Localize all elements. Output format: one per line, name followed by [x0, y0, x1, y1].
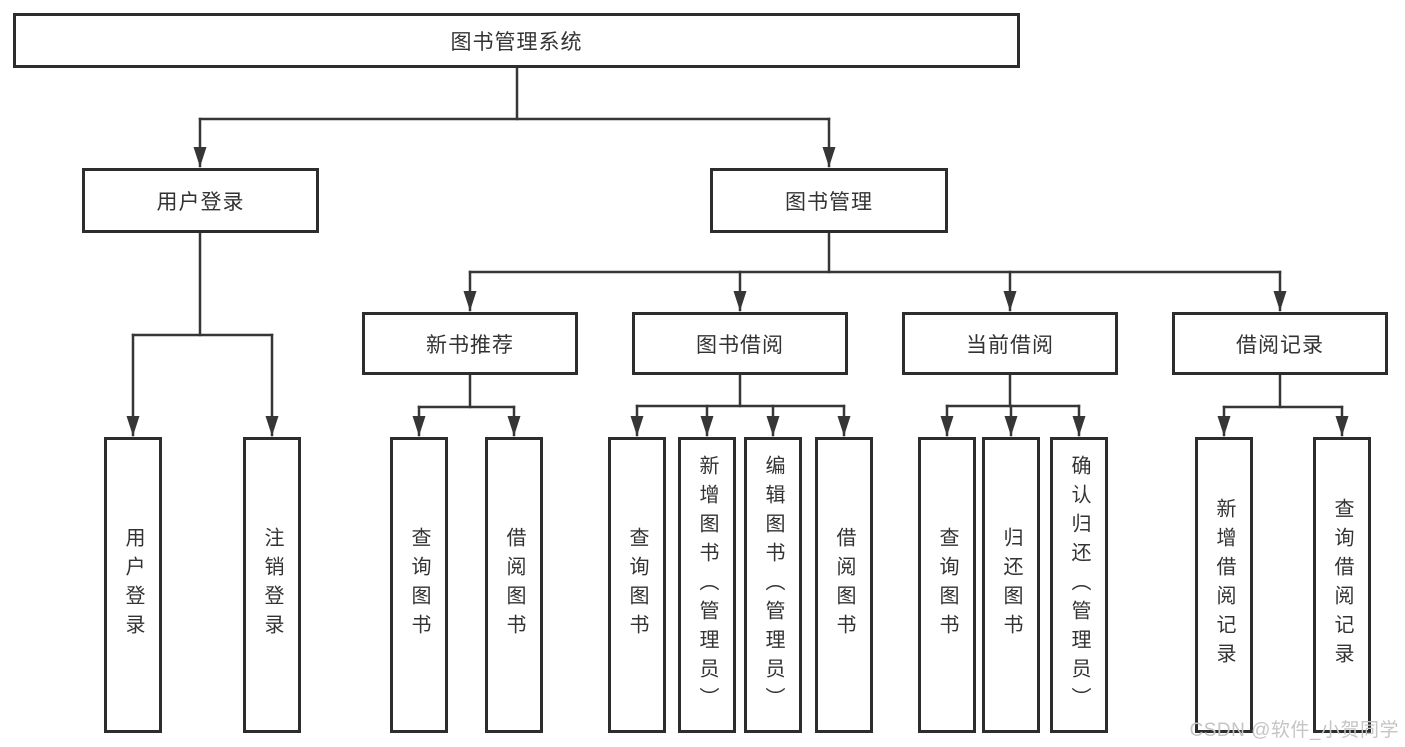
- leaf-label: 用户登录: [122, 527, 144, 643]
- node-new-book-recommendation: 新书推荐: [362, 312, 578, 375]
- node-query-books-borrowing: 查询图书: [608, 437, 666, 733]
- node-user-login: 用户登录: [104, 437, 162, 733]
- leaf-label: 新增图书（管理员）: [696, 454, 718, 716]
- leaf-label: 归还图书: [1000, 527, 1022, 643]
- csdn-watermark: CSDN @软件_小贺同学: [1189, 720, 1399, 741]
- node-borrowing-records: 借阅记录: [1172, 312, 1388, 375]
- node-query-books-recommend: 查询图书: [390, 437, 448, 733]
- leaf-label: 查询图书: [626, 527, 648, 643]
- leaf-label: 借阅图书: [503, 527, 525, 643]
- leaf-label: 查询图书: [408, 527, 430, 643]
- leaf-label: 新增借阅记录: [1213, 498, 1235, 672]
- node-borrow-books-recommend: 借阅图书: [485, 437, 543, 733]
- leaf-label: 查询图书: [936, 527, 958, 643]
- node-add-books-admin: 新增图书（管理员）: [678, 437, 736, 733]
- node-current-borrowing: 当前借阅: [902, 312, 1118, 375]
- node-add-borrow-record: 新增借阅记录: [1195, 437, 1253, 733]
- node-confirm-return-admin: 确认归还（管理员）: [1050, 437, 1108, 733]
- leaf-label: 确认归还（管理员）: [1068, 454, 1090, 716]
- node-library-management-system: 图书管理系统: [13, 13, 1020, 68]
- node-book-management: 图书管理: [710, 168, 948, 233]
- node-return-books: 归还图书: [982, 437, 1040, 733]
- leaf-label: 查询借阅记录: [1331, 498, 1353, 672]
- node-edit-books-admin: 编辑图书（管理员）: [744, 437, 802, 733]
- node-query-borrow-record: 查询借阅记录: [1313, 437, 1371, 733]
- leaf-label: 编辑图书（管理员）: [762, 454, 784, 716]
- leaf-label: 注销登录: [261, 527, 283, 643]
- node-book-borrowing: 图书借阅: [632, 312, 848, 375]
- leaf-label: 借阅图书: [833, 527, 855, 643]
- node-borrow-books-borrowing: 借阅图书: [815, 437, 873, 733]
- node-query-books-current: 查询图书: [918, 437, 976, 733]
- node-logout-login: 注销登录: [243, 437, 301, 733]
- node-user-login-module: 用户登录: [82, 168, 319, 233]
